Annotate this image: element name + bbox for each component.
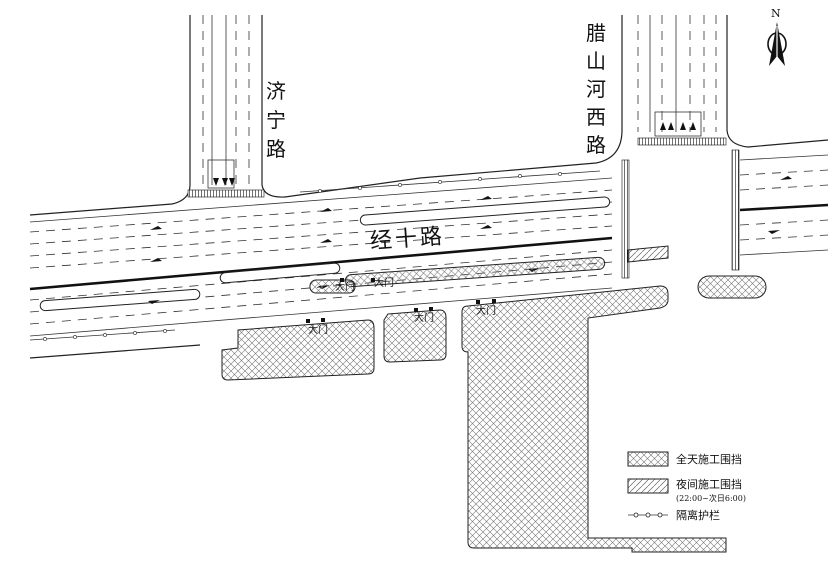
gate-label: 大门 [374, 276, 394, 289]
full-zone-block-3 [461, 285, 727, 553]
legend-full-label: 全天施工围挡 [676, 452, 742, 466]
full-zone-block-1 [221, 319, 375, 381]
legend-full-swatch [627, 451, 669, 467]
road-label-char: 山 [586, 49, 606, 73]
gates: 大门 大门 大门 大门 大门 [306, 276, 496, 336]
gate-1: 大门 [335, 278, 355, 293]
compass-north-label: N [771, 7, 781, 20]
full-zone-east [697, 275, 767, 299]
gate-2: 大门 [371, 276, 394, 289]
full-zone-block-2 [383, 309, 447, 363]
road-label-jingshi: 经十路 [369, 224, 446, 254]
gate-label: 大门 [414, 311, 434, 324]
road-label-char: 河 [586, 77, 606, 101]
gate-5: 大门 [476, 299, 496, 317]
legend-night-label: 夜间施工围挡 [676, 477, 742, 491]
road-label-char: 腊 [586, 21, 606, 45]
road-label-char: 路 [266, 137, 286, 161]
road-label-jining: 济宁路 [266, 79, 286, 161]
legend: 全天施工围挡 夜间施工围挡 (22:00~次日6:00) 隔离护栏 [627, 451, 746, 522]
gate-label: 大门 [335, 280, 355, 293]
barrier-rail [29, 170, 601, 341]
gate-4: 大门 [414, 307, 434, 324]
lashanhexi-road [284, 15, 829, 279]
gate-label: 大门 [476, 304, 496, 317]
road-label-char: 宁 [266, 108, 286, 132]
legend-night-hours: (22:00~次日6:00) [676, 493, 746, 503]
road-label-char: 西 [586, 105, 606, 129]
jining-road [29, 15, 286, 216]
legend-night-swatch [627, 478, 669, 494]
gate-label: 大门 [308, 323, 328, 336]
gate-3: 大门 [306, 318, 328, 336]
legend-barrier-label: 隔离护栏 [676, 508, 720, 522]
compass: N [767, 7, 787, 66]
construction-zones [221, 245, 767, 553]
compass-north-arrow-icon [767, 22, 787, 66]
night-zone-strip [627, 245, 669, 263]
road-label-char: 济 [266, 79, 286, 103]
road-label-char: 路 [586, 133, 606, 157]
legend-barrier-swatch [628, 512, 668, 518]
full-zone-small [309, 279, 356, 294]
